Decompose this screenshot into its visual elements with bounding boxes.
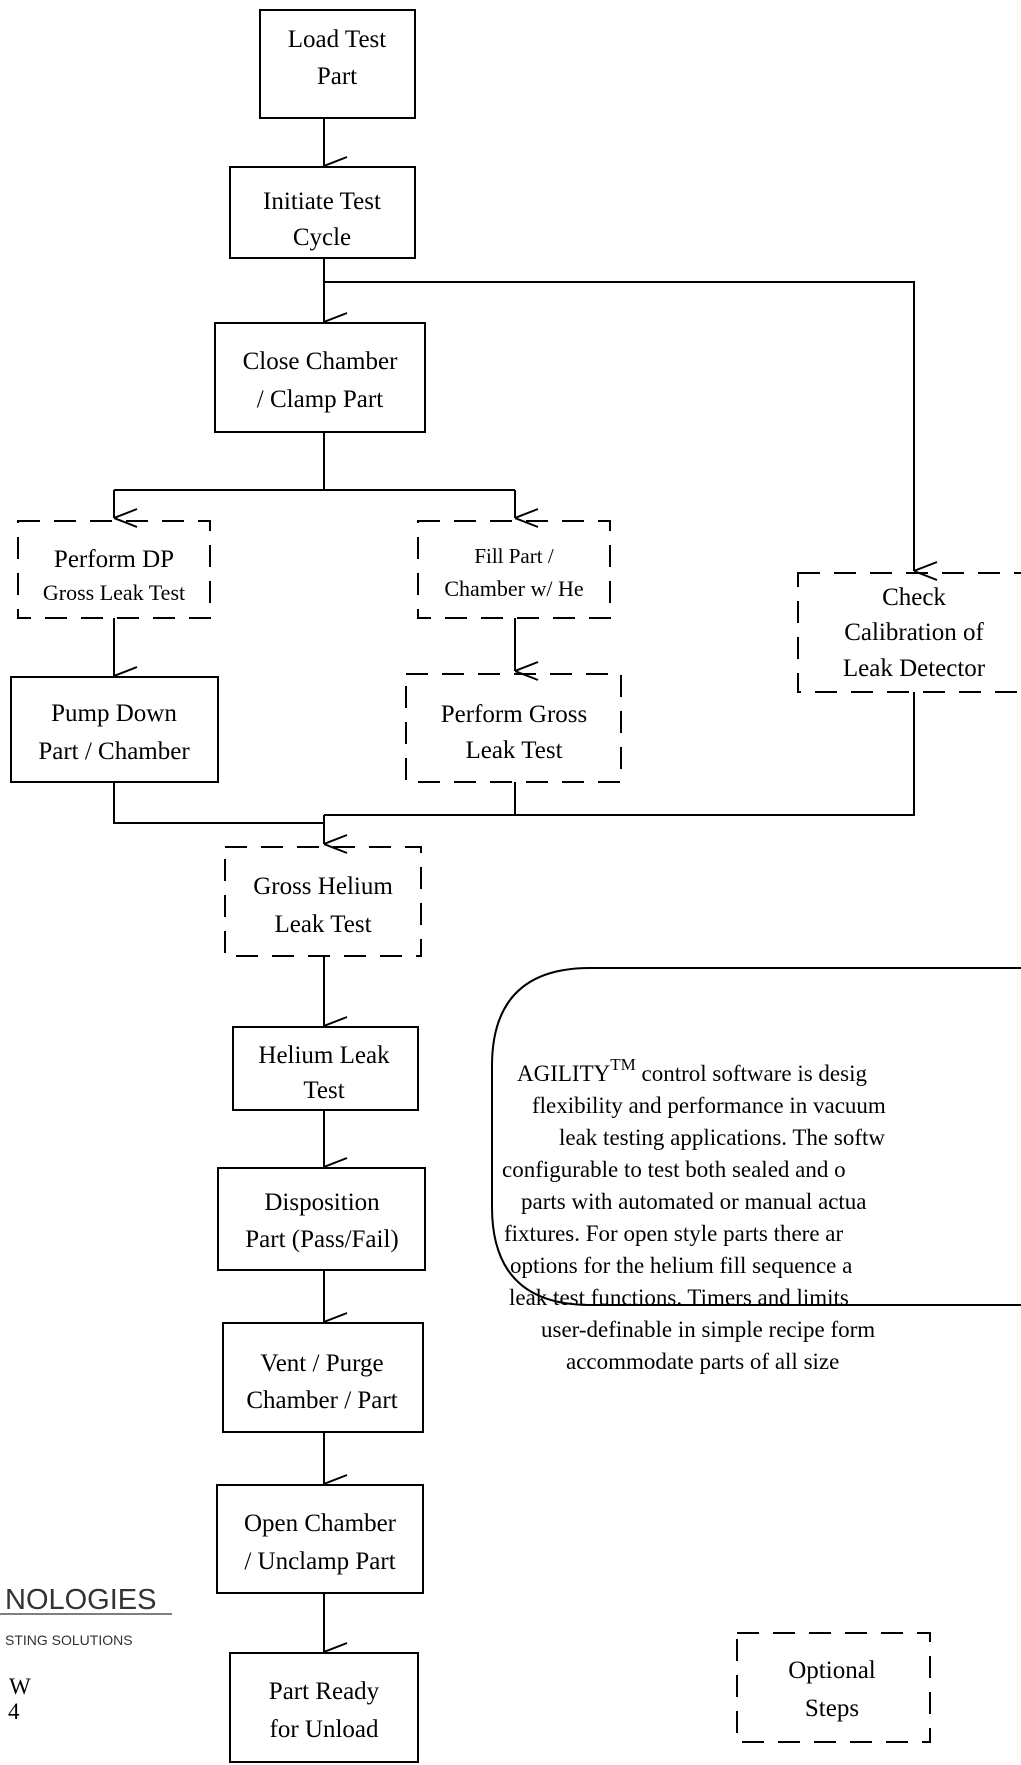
arrow-initiate-to-calibration (324, 281, 914, 571)
box-perform-gross-line1: Perform Gross (441, 701, 588, 728)
box-part-ready-line1: Part Ready (269, 1678, 380, 1705)
box-gross-helium-leak-test: Gross Helium Leak Test (224, 846, 422, 957)
box-disposition-line2: Part (Pass/Fail) (245, 1226, 398, 1253)
logo-extra-line1: W (9, 1674, 31, 1699)
note-line2: flexibility and performance in vacuum (532, 1093, 886, 1118)
logo-name-text: NOLOGIES (5, 1584, 157, 1616)
note-line3: leak testing applications. The softw (559, 1125, 885, 1150)
box-load-test-part-line1: Load Test (288, 26, 387, 53)
box-perform-gross-line2: Leak Test (465, 737, 562, 764)
note-line7: options for the helium fill sequence a (510, 1253, 852, 1278)
box-open-chamber-line1: Open Chamber (244, 1510, 397, 1537)
box-initiate-test-cycle: Initiate Test Cycle (229, 166, 416, 259)
legend-optional-steps: Optional Steps (736, 1632, 931, 1743)
box-open-chamber: Open Chamber / Unclamp Part (216, 1484, 424, 1594)
box-part-ready-line2: for Unload (270, 1716, 379, 1743)
box-check-calibration: Check Calibration of Leak Detector (797, 572, 1021, 693)
connectors (113, 118, 915, 1652)
box-load-test-part: Load Test Part (259, 9, 416, 119)
box-perform-dp-line2: Gross Leak Test (43, 580, 185, 605)
box-pump-down-line1: Pump Down (51, 700, 177, 727)
box-helium-leak-test: Helium Leak Test (232, 1026, 419, 1111)
box-initiate-line1: Initiate Test (263, 188, 381, 215)
box-gross-helium-line1: Gross Helium (253, 873, 393, 900)
box-fill-part-chamber-he: Fill Part / Chamber w/ He (417, 520, 611, 619)
box-helium-leak-line1: Helium Leak (258, 1042, 390, 1069)
logo-tagline-text: STING SOLUTIONS (5, 1632, 133, 1648)
description-note: AGILITYTM control software is desig flex… (491, 967, 1021, 1374)
box-perform-dp-gross-leak-test: Perform DP Gross Leak Test (17, 520, 211, 619)
note-line10: accommodate parts of all size (566, 1349, 839, 1374)
note-line8: leak test functions. Timers and limits (509, 1285, 849, 1310)
legend-line1: Optional (788, 1657, 876, 1684)
note-line6: fixtures. For open style parts there ar (504, 1221, 843, 1246)
box-gross-helium-line2: Leak Test (274, 911, 371, 938)
box-pump-down-line2: Part / Chamber (38, 738, 190, 765)
box-helium-leak-line2: Test (303, 1077, 344, 1104)
line-pump-to-merge (113, 782, 324, 824)
box-part-ready: Part Ready for Unload (229, 1652, 419, 1763)
note-line9: user-definable in simple recipe form (541, 1317, 875, 1342)
box-vent-purge: Vent / Purge Chamber / Part (222, 1322, 424, 1433)
note-line1: AGILITYTM control software is desig (517, 1055, 867, 1086)
box-initiate-line2: Cycle (293, 224, 351, 251)
box-fill-part-line1: Fill Part / (474, 544, 554, 568)
box-perform-gross-leak-test: Perform Gross Leak Test (405, 673, 622, 783)
line-calibration-to-merge (324, 692, 915, 816)
box-check-calibration-line1: Check (882, 584, 946, 611)
logo-extra-line2: 4 (8, 1699, 20, 1724)
box-close-chamber-line1: Close Chamber (243, 348, 399, 375)
box-open-chamber-line2: / Unclamp Part (244, 1548, 395, 1575)
box-perform-dp-line1: Perform DP (54, 546, 174, 573)
legend-line2: Steps (805, 1695, 859, 1722)
box-check-calibration-line2: Calibration of (844, 619, 984, 646)
box-fill-part-line2: Chamber w/ He (444, 576, 583, 601)
box-close-chamber-line2: / Clamp Part (257, 386, 383, 413)
note-line5: parts with automated or manual actua (521, 1189, 867, 1214)
box-pump-down: Pump Down Part / Chamber (10, 676, 219, 783)
box-disposition-line1: Disposition (264, 1189, 380, 1216)
box-vent-purge-line2: Chamber / Part (246, 1387, 397, 1414)
note-line4: configurable to test both sealed and o (502, 1157, 846, 1182)
company-logo: NOLOGIES STING SOLUTIONS W 4 (0, 1584, 172, 1724)
box-close-chamber: Close Chamber / Clamp Part (214, 322, 426, 433)
box-check-calibration-line3: Leak Detector (843, 655, 986, 682)
box-vent-purge-line1: Vent / Purge (260, 1350, 383, 1377)
box-load-test-part-line2: Part (317, 63, 357, 90)
box-disposition-part: Disposition Part (Pass/Fail) (217, 1167, 426, 1271)
